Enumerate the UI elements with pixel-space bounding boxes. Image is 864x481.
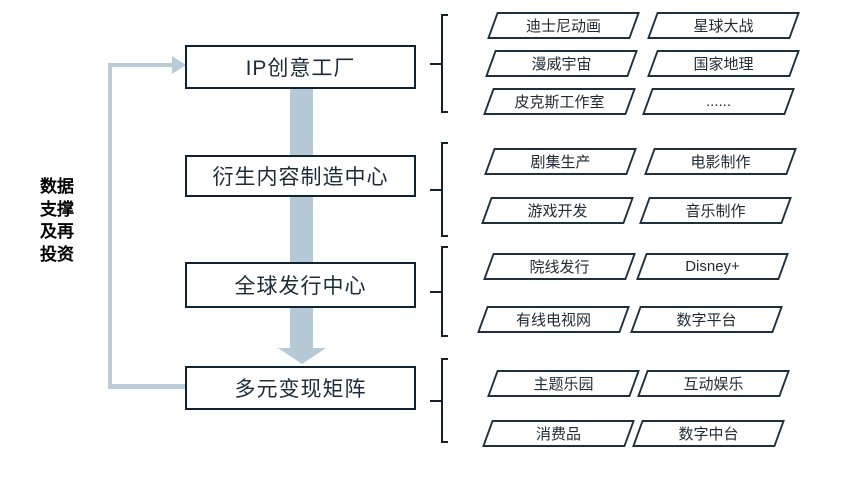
- bracket-connector-dash: [430, 63, 441, 65]
- group-bracket-3: [441, 246, 448, 337]
- pgram-item: 互动娱乐: [642, 370, 785, 397]
- feedback-arrow-top-line: [110, 63, 172, 67]
- feedback-arrow-vertical-line: [108, 63, 112, 389]
- flow-box-content-center: 衍生内容制造中心: [185, 155, 416, 197]
- flow-box-monetization-matrix: 多元变现矩阵: [185, 366, 416, 410]
- pgram-item: 漫威宇宙: [490, 50, 633, 77]
- feedback-loop-label: 数据 支撑 及再 投资: [40, 177, 74, 264]
- flow-box-ip-factory: IP创意工厂: [185, 45, 416, 89]
- flow-connector-3: [290, 308, 313, 348]
- pgram-item: 星球大战: [652, 12, 795, 39]
- pgram-item: 游戏开发: [486, 197, 629, 224]
- group-bracket-4: [441, 358, 448, 443]
- pgram-item: 皮克斯工作室: [488, 88, 631, 115]
- pgram-item: ......: [647, 88, 790, 115]
- group-bracket-1: [441, 14, 448, 113]
- feedback-arrow-bottom-line: [108, 384, 185, 389]
- flow-box-label: 全球发行中心: [234, 275, 367, 298]
- group-bracket-2: [441, 142, 448, 237]
- pgram-item: Disney+: [641, 253, 784, 280]
- flow-box-label: 多元变现矩阵: [234, 378, 367, 401]
- pgram-item: 有线电视网: [482, 306, 625, 333]
- pgram-item: 数字平台: [635, 306, 778, 333]
- flow-connector-1: [290, 89, 313, 155]
- pgram-item: 国家地理: [652, 50, 795, 77]
- bracket-connector-dash: [430, 400, 441, 402]
- bracket-connector-dash: [430, 291, 441, 293]
- pgram-item: 消费品: [487, 420, 630, 447]
- pgram-item: 剧集生产: [489, 148, 632, 175]
- flow-connector-arrowhead-icon: [278, 348, 326, 364]
- pgram-item: 主题乐园: [492, 370, 635, 397]
- pgram-item: 数字中台: [637, 420, 780, 447]
- pgram-item: 音乐制作: [644, 197, 787, 224]
- pgram-item: 院线发行: [488, 253, 631, 280]
- flow-box-distribution-center: 全球发行中心: [185, 262, 416, 308]
- flow-box-label: 衍生内容制造中心: [212, 166, 389, 189]
- flow-box-label: IP创意工厂: [245, 57, 356, 80]
- pgram-item: 电影制作: [649, 148, 792, 175]
- pgram-item: 迪士尼动画: [492, 12, 635, 39]
- bracket-connector-dash: [430, 189, 441, 191]
- feedback-arrowhead-icon: [172, 56, 186, 74]
- flow-connector-2: [290, 197, 313, 262]
